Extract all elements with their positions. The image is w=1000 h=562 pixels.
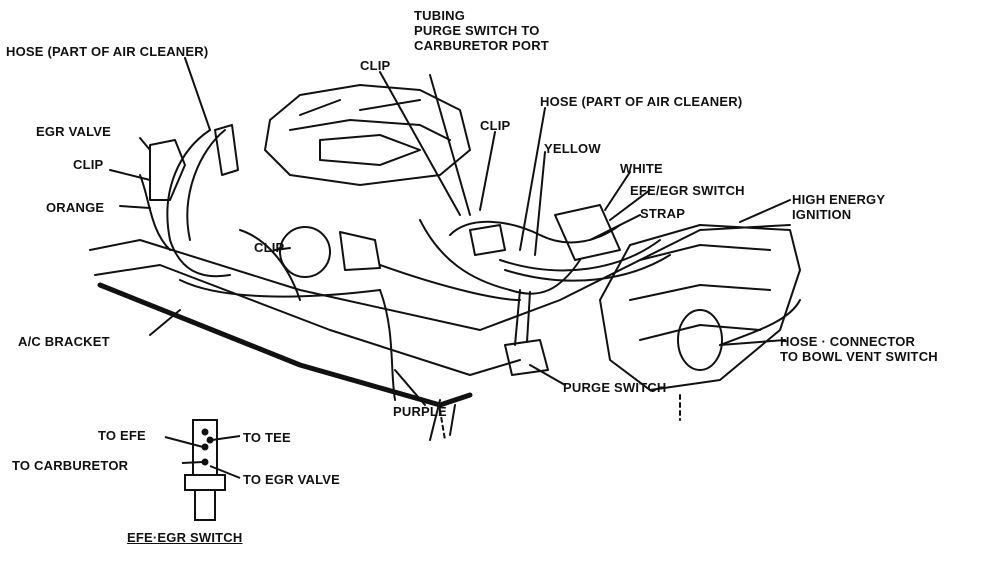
- misc-hose-2: [239, 229, 301, 301]
- harness-wires: [499, 239, 661, 272]
- hei-rib-2: [629, 284, 771, 301]
- label-high-energy-ignition: HIGH ENERGY IGNITION: [792, 192, 886, 222]
- purge-fitting: [469, 224, 506, 256]
- misc-hose-1: [179, 279, 381, 298]
- leader-hose-left: [184, 57, 211, 131]
- carburetor-rim: [289, 119, 451, 141]
- label-to-tee: TO TEE: [243, 430, 291, 445]
- label-purple: PURPLE: [393, 404, 447, 419]
- purge-switch-lines: [514, 289, 531, 346]
- purple-hose: [379, 289, 396, 401]
- hose-clamp-left: [214, 124, 239, 176]
- air-cleaner-hose-left: [166, 129, 231, 278]
- leader-purge-switch: [529, 364, 566, 386]
- label-hose-connector: HOSE · CONNECTOR TO BOWL VENT SWITCH: [780, 334, 938, 364]
- leader-to-egr-valve: [209, 465, 241, 479]
- leader-hose-right: [519, 107, 546, 251]
- leader-tubing: [429, 74, 471, 216]
- label-purge-switch: PURGE SWITCH: [563, 380, 667, 395]
- label-yellow: YELLOW: [544, 141, 601, 156]
- carburetor-detail: [299, 99, 421, 116]
- hei-rib-1: [639, 244, 771, 261]
- label-clip-top: CLIP: [360, 58, 391, 73]
- leader-white: [604, 171, 631, 211]
- manifold-stub: [429, 399, 456, 441]
- egr-hose: [139, 174, 171, 251]
- misc-hose-3: [379, 264, 521, 301]
- leader-orange: [119, 205, 151, 209]
- label-white: WHITE: [620, 161, 663, 176]
- inset-switch-hex: [184, 474, 226, 491]
- leader-to-efe: [164, 436, 204, 448]
- center-fitting: [339, 231, 381, 271]
- purge-hose: [419, 219, 581, 295]
- label-orange: ORANGE: [46, 200, 105, 215]
- purge-switch-body: [504, 339, 549, 376]
- egr-valve-body: [149, 139, 186, 201]
- leader-clip-left: [109, 169, 151, 181]
- leader-strap: [589, 214, 641, 241]
- leader-yellow: [534, 151, 546, 256]
- leader-clip-mid: [479, 131, 496, 211]
- label-tubing-purge-switch: TUBING PURGE SWITCH TO CARBURETOR PORT: [414, 8, 549, 53]
- label-strap: STRAP: [640, 206, 686, 221]
- label-egr-valve: EGR VALVE: [36, 124, 111, 139]
- carburetor-throat: [319, 134, 421, 166]
- intake-rail-upper: [89, 224, 791, 331]
- label-to-efe: TO EFE: [98, 428, 146, 443]
- inset-caption: EFE·EGR SWITCH: [127, 530, 243, 545]
- leader-egr: [139, 137, 151, 151]
- bowl-vent-switch: [677, 309, 723, 371]
- label-hose-air-cleaner-right: HOSE (PART OF AIR CLEANER): [540, 94, 743, 109]
- carburetor-body: [264, 84, 471, 186]
- label-to-carburetor: TO CARBURETOR: [12, 458, 129, 473]
- label-clip-left: CLIP: [73, 157, 104, 172]
- clip-round: [279, 226, 331, 278]
- label-clip-mid: CLIP: [480, 118, 511, 133]
- intake-rail-lower: [94, 264, 521, 376]
- hei-rib-3: [639, 324, 761, 341]
- efe-egr-switch-body: [554, 204, 621, 261]
- air-cleaner-hose-left-2: [186, 129, 226, 241]
- leader-ac: [149, 309, 181, 336]
- bowl-vent-hose: [719, 299, 801, 346]
- inset-switch: [164, 419, 241, 521]
- intake-rail-dark: [97, 282, 473, 408]
- dashed-marks: [439, 394, 681, 441]
- label-efe-egr-switch: EFE/EGR SWITCH: [630, 183, 745, 198]
- inset-switch-stem: [194, 489, 216, 521]
- label-hose-air-cleaner-left: HOSE (PART OF AIR CLEANER): [6, 44, 209, 59]
- leader-efe: [609, 189, 651, 221]
- leader-purple: [394, 369, 426, 406]
- harness-wires-2: [504, 254, 671, 282]
- hei-housing: [599, 224, 801, 391]
- leader-clip-top: [379, 71, 461, 216]
- label-clip-center: CLIP: [254, 240, 285, 255]
- leader-hei: [739, 199, 791, 223]
- tubing-line: [449, 220, 621, 244]
- leader-to-tee: [211, 435, 241, 441]
- label-ac-bracket: A/C BRACKET: [18, 334, 110, 349]
- leader-clip-center: [274, 247, 291, 251]
- leader-hose-connector: [719, 339, 786, 346]
- label-to-egr-valve: TO EGR VALVE: [243, 472, 341, 487]
- leader-to-carburetor: [181, 461, 204, 464]
